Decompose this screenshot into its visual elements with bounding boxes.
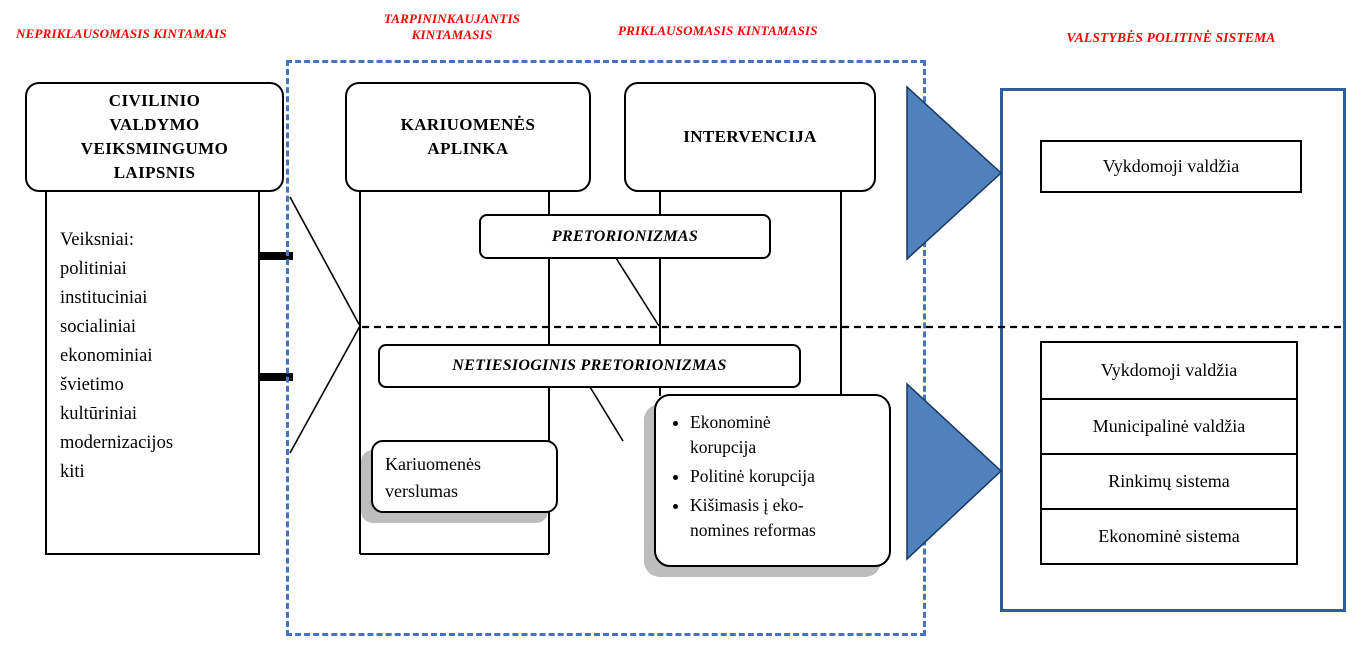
corruption-list-box: Ekonominė korupcija Politinė korupcija K… bbox=[654, 394, 891, 567]
civilian-governance-line: LAIPSNIS bbox=[113, 163, 196, 182]
factors-line: ekonominiai bbox=[60, 346, 153, 366]
civilian-governance-line: CIVILINIO bbox=[108, 91, 201, 110]
civilian-governance-line: VEIKSMINGUMO bbox=[80, 139, 229, 158]
army-environment-line1: KARIUOMENĖS bbox=[400, 115, 536, 134]
political-system-stack: Vykdomoji valdžia Municipalinė valdžia R… bbox=[1040, 341, 1298, 565]
header-dependent-variable: PRIKLAUSOMASIS KINTAMASIS bbox=[618, 23, 818, 38]
header-independent-variable: NEPRIKLAUSOMASIS KINTAMAIS bbox=[16, 26, 227, 41]
praetorianism-box: PRETORIONIZMAS bbox=[479, 214, 771, 259]
factors-line: socialiniai bbox=[60, 317, 137, 337]
indirect-diagonal-line bbox=[589, 386, 624, 442]
factors-line: kiti bbox=[60, 462, 85, 482]
header-mediating-line2: KINTAMASIS bbox=[411, 27, 493, 42]
factors-box: Veiksniai: politiniai instituciniai soci… bbox=[45, 190, 260, 555]
factors-line: instituciniai bbox=[60, 288, 148, 308]
corruption-list: Ekonominė korupcija Politinė korupcija K… bbox=[666, 410, 883, 543]
blue-arrow-top-icon bbox=[906, 85, 1003, 261]
corruption-item: Ekonominė korupcija bbox=[690, 410, 883, 460]
army-environment-line2: APLINKA bbox=[427, 139, 509, 158]
factors-line: modernizacijos bbox=[60, 433, 174, 453]
left-converge-top-line bbox=[289, 196, 361, 327]
executive-power-top-box: Vykdomoji valdžia bbox=[1040, 140, 1302, 193]
army-business-box: Kariuomenės verslumas bbox=[371, 440, 558, 513]
left-converge-bottom-line bbox=[289, 325, 361, 454]
stack-row-economic-system: Ekonominė sistema bbox=[1042, 508, 1296, 563]
factors-line: politiniai bbox=[60, 259, 127, 279]
corruption-item: Kišimasis į eko- nomines reformas bbox=[690, 493, 883, 543]
header-state-political-system: VALSTYBĖS POLITINĖ SISTEMA bbox=[1066, 30, 1276, 45]
stack-row-executive-power: Vykdomoji valdžia bbox=[1100, 360, 1238, 380]
corruption-item: Politinė korupcija bbox=[690, 464, 883, 489]
factors-line: Veiksniai: bbox=[60, 230, 134, 250]
praetorianism-diagonal-line bbox=[615, 257, 660, 327]
header-mediating-line1: TARPININKAUJANTIS bbox=[383, 11, 521, 26]
factors-line: švietimo bbox=[60, 375, 124, 395]
header-mediating-variable: TARPININKAUJANTIS KINTAMASIS bbox=[352, 11, 552, 43]
indirect-praetorianism-box: NETIESIOGINIS PRETORIONIZMAS bbox=[378, 344, 801, 388]
factors-line: kultūriniai bbox=[60, 404, 138, 424]
civilian-governance-box: CIVILINIO VALDYMO VEIKSMINGUMO LAIPSNIS bbox=[25, 82, 284, 192]
stack-row-municipal-power: Municipalinė valdžia bbox=[1042, 398, 1296, 453]
intervention-label: INTERVENCIJA bbox=[683, 127, 817, 146]
army-environment-box: KARIUOMENĖS APLINKA bbox=[345, 82, 591, 192]
blue-arrow-bottom-icon bbox=[906, 382, 1003, 561]
stack-row-electoral-system: Rinkimų sistema bbox=[1042, 453, 1296, 508]
intervention-box: INTERVENCIJA bbox=[624, 82, 876, 192]
civilian-governance-line: VALDYMO bbox=[109, 115, 200, 134]
